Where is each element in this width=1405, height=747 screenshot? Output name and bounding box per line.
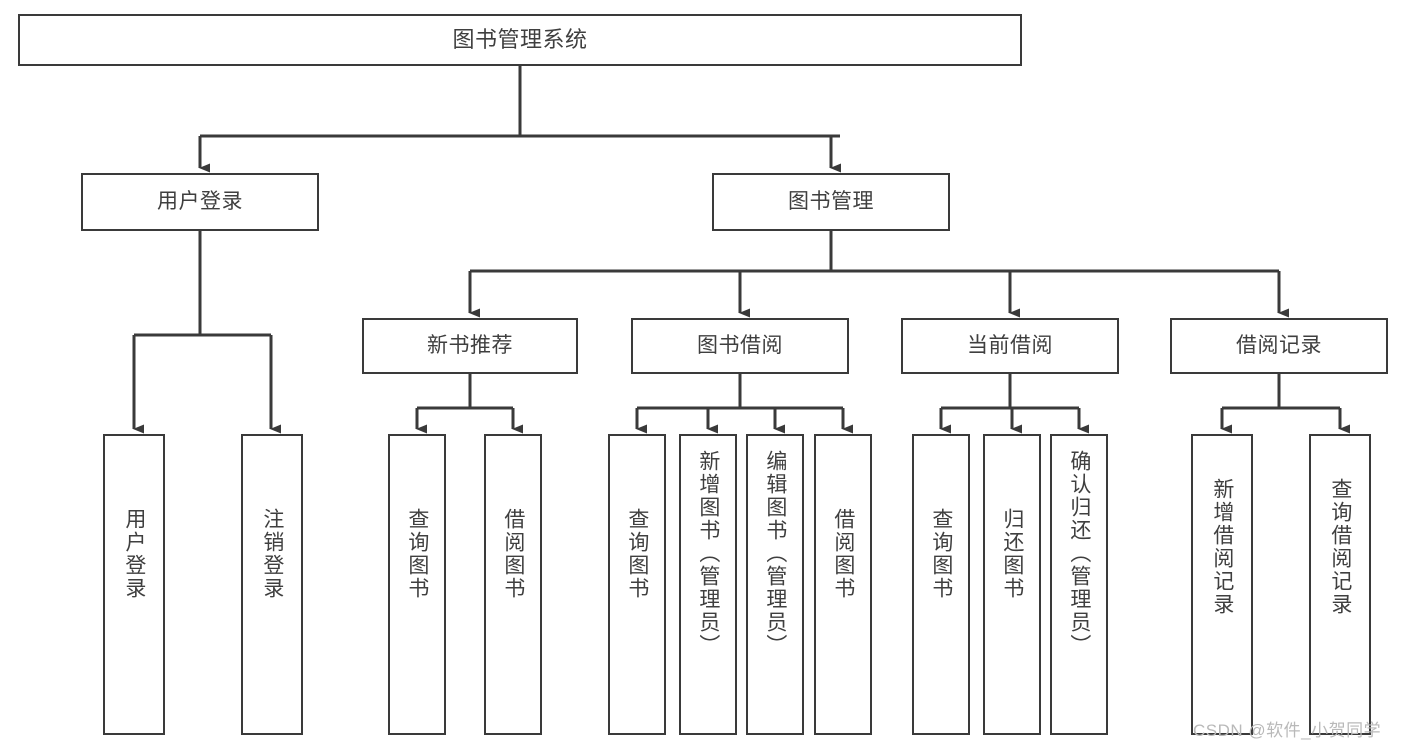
node-leaf-logout[interactable]: 注销登录	[241, 434, 303, 735]
node-leaf-query-book-3[interactable]: 查询图书	[912, 434, 970, 735]
node-leaf-add-book-label: 新增图书（管理员）	[696, 450, 720, 657]
node-leaf-query-book-1-label: 查询图书	[405, 508, 429, 600]
node-leaf-confirm-return-label: 确认归还（管理员）	[1067, 450, 1091, 657]
node-leaf-return-book[interactable]: 归还图书	[983, 434, 1041, 735]
node-leaf-borrow-book-1[interactable]: 借阅图书	[484, 434, 542, 735]
node-root-label: 图书管理系统	[452, 27, 588, 53]
node-leaf-borrow-book-2[interactable]: 借阅图书	[814, 434, 872, 735]
node-book-borrow[interactable]: 图书借阅	[631, 318, 849, 374]
node-new-book-recommend[interactable]: 新书推荐	[362, 318, 578, 374]
node-leaf-confirm-return[interactable]: 确认归还（管理员）	[1050, 434, 1108, 735]
node-leaf-logout-label: 注销登录	[260, 508, 284, 600]
node-leaf-add-book[interactable]: 新增图书（管理员）	[679, 434, 737, 735]
node-leaf-query-record-label: 查询借阅记录	[1328, 478, 1352, 616]
node-book-borrow-label: 图书借阅	[697, 333, 783, 357]
node-borrow-record[interactable]: 借阅记录	[1170, 318, 1388, 374]
node-leaf-user-login[interactable]: 用户登录	[103, 434, 165, 735]
node-borrow-record-label: 借阅记录	[1236, 333, 1322, 357]
node-leaf-borrow-book-1-label: 借阅图书	[501, 508, 525, 600]
node-leaf-query-book-1[interactable]: 查询图书	[388, 434, 446, 735]
node-leaf-add-record[interactable]: 新增借阅记录	[1191, 434, 1253, 735]
node-user-login[interactable]: 用户登录	[81, 173, 319, 231]
node-leaf-query-record[interactable]: 查询借阅记录	[1309, 434, 1371, 735]
node-user-login-label: 用户登录	[157, 189, 243, 213]
node-leaf-query-book-2[interactable]: 查询图书	[608, 434, 666, 735]
node-leaf-edit-book[interactable]: 编辑图书（管理员）	[746, 434, 804, 735]
node-book-management[interactable]: 图书管理	[712, 173, 950, 231]
node-leaf-borrow-book-2-label: 借阅图书	[831, 508, 855, 600]
node-root[interactable]: 图书管理系统	[18, 14, 1022, 66]
node-leaf-query-book-3-label: 查询图书	[929, 508, 953, 600]
node-leaf-user-login-label: 用户登录	[122, 508, 146, 600]
node-current-borrow-label: 当前借阅	[967, 333, 1053, 357]
node-leaf-edit-book-label: 编辑图书（管理员）	[763, 450, 787, 657]
node-leaf-add-record-label: 新增借阅记录	[1210, 478, 1234, 616]
node-new-book-recommend-label: 新书推荐	[427, 333, 513, 357]
node-book-management-label: 图书管理	[788, 189, 874, 213]
csdn-watermark: CSDN @软件_小贺同学	[1193, 721, 1382, 740]
node-leaf-return-book-label: 归还图书	[1000, 508, 1024, 600]
node-current-borrow[interactable]: 当前借阅	[901, 318, 1119, 374]
node-leaf-query-book-2-label: 查询图书	[625, 508, 649, 600]
